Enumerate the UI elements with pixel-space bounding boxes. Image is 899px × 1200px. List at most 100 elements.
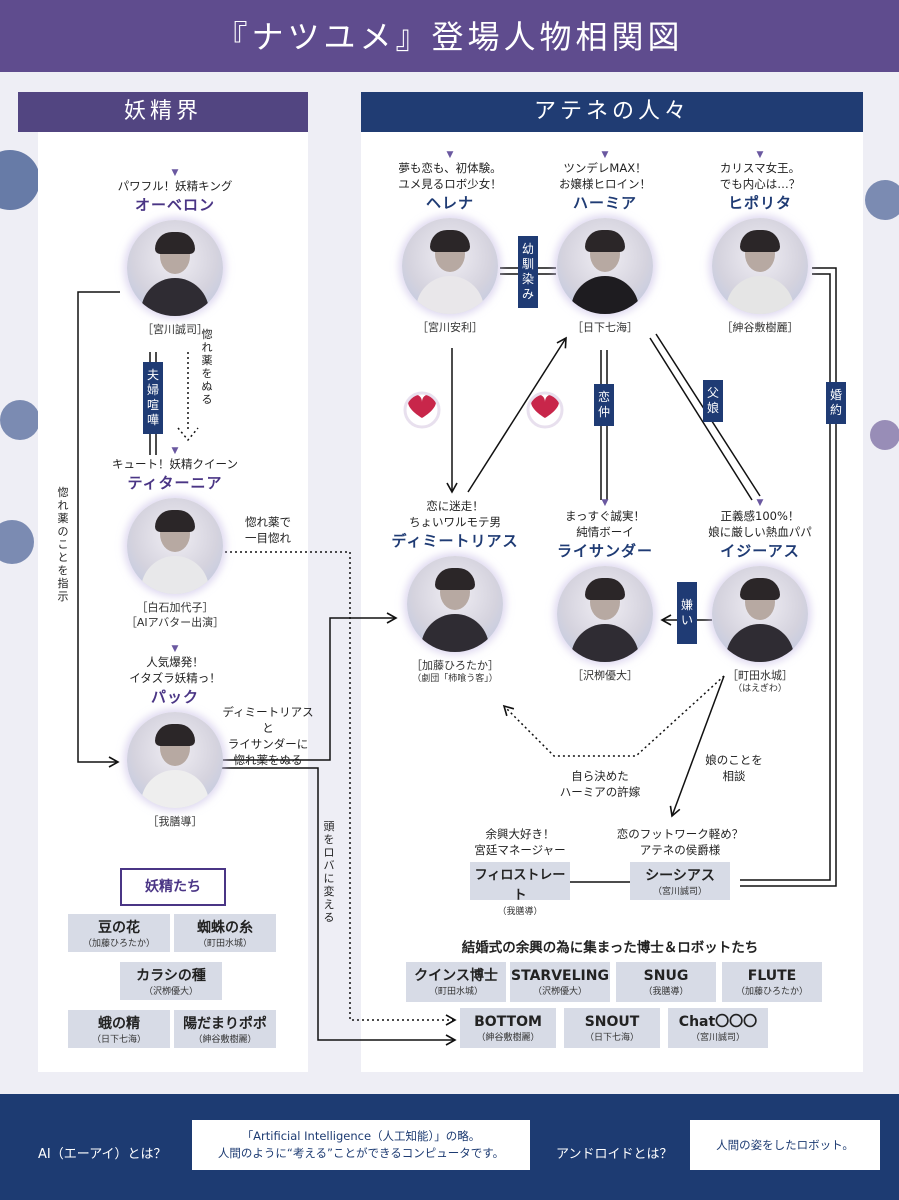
- chip-actor: （沢栁優大）: [532, 987, 587, 997]
- portrait-photo: [402, 218, 498, 314]
- note-line: 娘のことを: [705, 753, 763, 767]
- tagline-2: でも内心は…？: [719, 177, 801, 191]
- chip-name: BOTTOM: [474, 1014, 542, 1030]
- person-puck: ▼ 人気爆発！ イタズラ妖精っ！ パック ［我膳導］: [100, 644, 250, 829]
- note-directive: 惚れ薬のことを指示: [57, 486, 69, 603]
- father-line-a: [649, 337, 753, 501]
- note-line: アテネの侯爵様: [639, 843, 721, 857]
- title-bar: [0, 0, 899, 72]
- character-name: ディミートリアス: [391, 532, 519, 550]
- portrait-photo: [127, 498, 223, 594]
- badge-dislike: 嫌い: [677, 582, 697, 644]
- actor-name: ［加藤ひろたか］: [411, 659, 499, 672]
- tagline: まっすぐ誠実！: [564, 509, 646, 523]
- tagline-2: お嬢様ヒロイン！: [559, 177, 651, 191]
- person-egeus: ▼ 正義感100%！ 娘に厳しい熱血パパ イジーアス ［町田水城］ （はえぎわ）: [690, 498, 830, 696]
- consult-arrow: [669, 675, 725, 818]
- chip-name: STARVELING: [511, 968, 609, 984]
- chip-bottom: BOTTOM （紳谷敷樹麗）: [460, 1008, 556, 1048]
- note-fiance: 自ら決めた ハーミアの許嫁: [545, 768, 655, 800]
- note-line: 一目惚れ: [245, 531, 291, 545]
- character-name: ヘレナ: [425, 194, 474, 212]
- chip-actor: （紳谷敷樹麗）: [476, 1033, 540, 1043]
- chip-actor: （宮川誠司）: [652, 887, 707, 897]
- portrait-photo: [557, 566, 653, 662]
- tagline-2: ちょいワルモテ男: [409, 515, 501, 529]
- triangle-marker-icon: ▼: [756, 498, 764, 508]
- portrait-photo: [127, 712, 223, 808]
- puck-demetrius-line: [218, 612, 398, 761]
- tagline: 恋に迷走！: [426, 499, 484, 513]
- note-line: 宮廷マネージャー: [474, 843, 566, 857]
- person-helena: ▼ 夢も恋も、初体験。 ユメ見るロボ少女！ ヘレナ ［宮川安利］: [380, 150, 520, 335]
- berry-decor-left-2: [0, 400, 40, 440]
- chip-snug: SNUG （我膳導）: [616, 962, 716, 1002]
- chip-name: 蛾の精: [98, 1016, 140, 1032]
- chip-name: 豆の花: [98, 920, 140, 936]
- tagline: 正義感100%！: [720, 509, 800, 523]
- heart-circle-2: [526, 391, 564, 429]
- footer-ai-box: 「Artificial Intelligence（人工知能）」の略。 人間のよう…: [192, 1120, 530, 1170]
- triangle-marker-icon: ▼: [171, 644, 179, 654]
- chip-actor: （沢栁優大）: [143, 987, 198, 997]
- chip-actor: （加藤ひろたか）: [82, 939, 155, 949]
- berry-decor-left-3: [0, 520, 34, 564]
- footer-ai-text-2: 人間のように“考える”ことができるコンピュータです。: [217, 1146, 505, 1160]
- fiance-dotted: [502, 675, 725, 757]
- actor-note: （劇団「柿喰う客」）: [412, 674, 498, 684]
- chip-actor: （紳谷敷樹麗）: [193, 1035, 257, 1045]
- chip-ga-no-sei: 蛾の精 （日下七海）: [68, 1010, 170, 1048]
- character-name: ヒポリタ: [727, 194, 792, 212]
- chip-flute: FLUTE （加藤ひろたか）: [722, 962, 822, 1002]
- puck-bottom-line: [218, 767, 457, 1046]
- potion-dotted-head: [177, 427, 199, 442]
- portrait-photo: [557, 218, 653, 314]
- chip-name: SNUG: [643, 968, 689, 984]
- tagline: ツンデレMAX！: [563, 161, 647, 175]
- tagline: キュート！妖精クイーン: [112, 457, 238, 471]
- actor-name: ［宮川誠司］: [142, 323, 208, 336]
- heart-icon-2: [531, 394, 559, 418]
- chip-kumo-no-ito: 蜘蛛の糸 （町田水城）: [174, 914, 276, 952]
- badge-couple-quarrel: 夫婦喧嘩: [143, 362, 163, 434]
- triangle-marker-icon: ▼: [601, 498, 609, 508]
- chip-chat: Chat〇〇〇 （宮川誠司）: [668, 1008, 768, 1048]
- actor-name: ［町田水城］: [727, 669, 793, 682]
- chip-actor: （日下七海）: [91, 1035, 146, 1045]
- badge-engaged: 婚約: [826, 382, 846, 424]
- tagline: 人気爆発！: [146, 655, 204, 669]
- demetrius-hermia: [467, 336, 567, 493]
- character-name: ティターニア: [127, 474, 223, 492]
- note-line: ライサンダーに: [227, 737, 309, 751]
- titania-bottom-dotted: [220, 551, 457, 1026]
- chip-karashi-no-tane: カラシの種 （沢栁優大）: [120, 962, 222, 1000]
- character-name: パック: [150, 688, 199, 706]
- badge-father-daughter: 父娘: [703, 380, 723, 422]
- chip-actor: （我膳導）: [643, 987, 689, 997]
- actor-note: ［AIアバター出演］: [125, 616, 225, 629]
- portrait-photo: [127, 220, 223, 316]
- chip-name: フィロストレート: [474, 868, 566, 903]
- footer-ai-label: AI（エーアイ）とは？: [38, 1147, 167, 1162]
- engagement-line-b: [740, 273, 831, 881]
- triangle-marker-icon: ▼: [756, 150, 764, 160]
- portrait-photo: [712, 566, 808, 662]
- tagline-2: ユメ見るロボ少女！: [398, 177, 502, 191]
- person-oberon: ▼ パワフル！妖精キング オーベロン ［宮川誠司］: [100, 168, 250, 337]
- person-hermia: ▼ ツンデレMAX！ お嬢様ヒロイン！ ハーミア ［日下七海］: [535, 150, 675, 335]
- actor-name: ［我膳導］: [147, 815, 203, 828]
- actor-name: ［紳谷敷樹麗］: [721, 321, 799, 334]
- footer-android-box: 人間の姿をしたロボット。: [690, 1120, 880, 1170]
- wedding-group-label: 結婚式の余興の為に集まった博士＆ロボットたち: [461, 940, 759, 956]
- portrait-photo: [712, 218, 808, 314]
- chip-mame-no-hana: 豆の花 （加藤ひろたか）: [68, 914, 170, 952]
- actor-name: ［日下七海］: [572, 321, 638, 334]
- character-name: オーベロン: [134, 196, 215, 214]
- tagline-2: イタズラ妖精っ！: [129, 671, 221, 685]
- berry-decor-right-2: [870, 420, 899, 450]
- heart-circle: [403, 391, 441, 429]
- person-lysander: ▼ まっすぐ誠実！ 純情ボーイ ライサンダー ［沢栁優大］: [535, 498, 675, 683]
- triangle-marker-icon: ▼: [171, 446, 179, 456]
- fairy-section-header: 妖精界: [18, 92, 308, 132]
- chip-starveling: STARVELING （沢栁優大）: [510, 962, 610, 1002]
